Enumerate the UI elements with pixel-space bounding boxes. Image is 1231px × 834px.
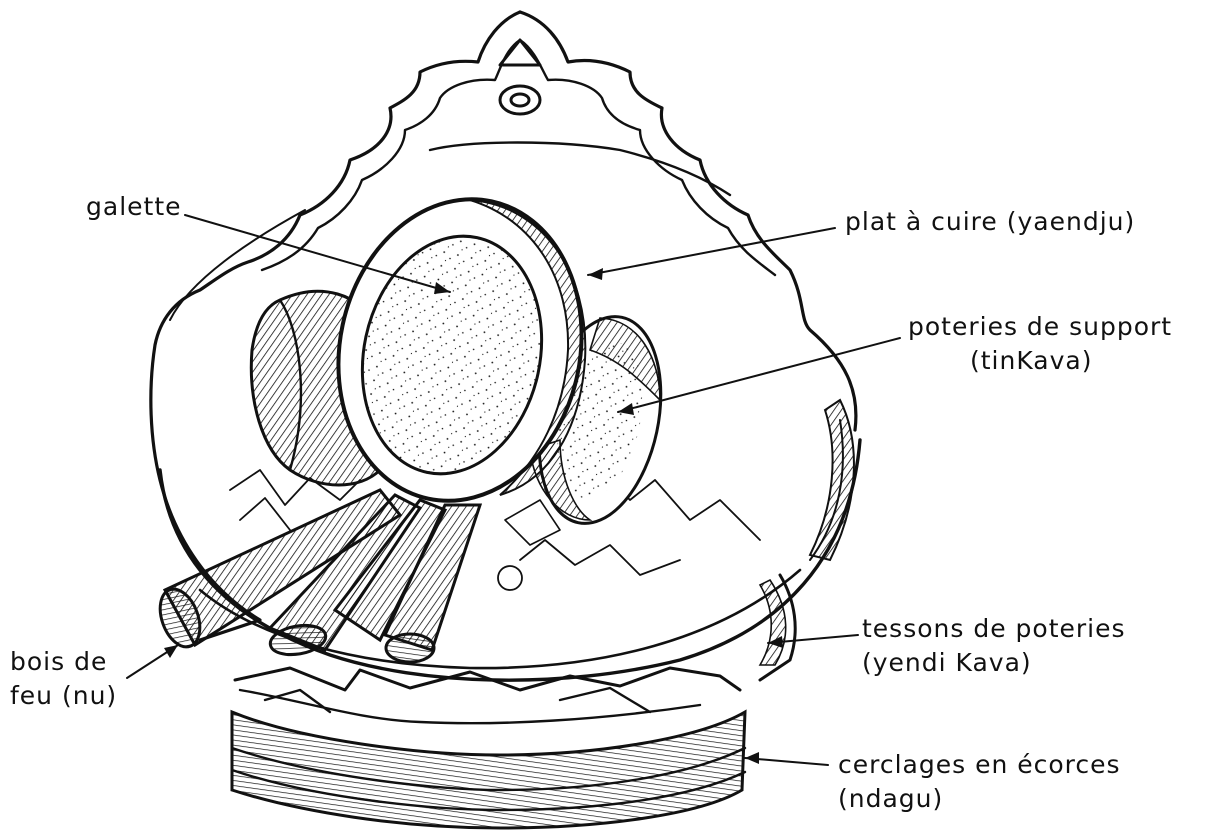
label-bois: bois de feu (nu) <box>10 645 117 713</box>
label-plat-text: plat à cuire (yaendju) <box>845 205 1135 239</box>
label-support-line1: poteries de support <box>908 310 1172 344</box>
label-tessons: tessons de poteries (yendi Kava) <box>862 612 1126 680</box>
label-galette-text: galette <box>86 190 182 224</box>
label-bois-line2: feu (nu) <box>10 679 117 713</box>
label-tessons-line1: tessons de poteries <box>862 612 1126 646</box>
label-support: poteries de support (tinKava) <box>908 310 1172 378</box>
label-cerclages-line1: cerclages en écorces <box>838 748 1121 782</box>
firewood <box>153 490 480 662</box>
label-tessons-line2: (yendi Kava) <box>862 646 1126 680</box>
bark-bindings <box>232 712 745 828</box>
label-cerclages: cerclages en écorces (ndagu) <box>838 748 1121 816</box>
label-galette: galette <box>86 190 182 224</box>
label-bois-line1: bois de <box>10 645 117 679</box>
label-plat: plat à cuire (yaendju) <box>845 205 1135 239</box>
label-cerclages-line2: (ndagu) <box>838 782 1121 816</box>
label-support-line2: (tinKava) <box>908 344 1172 378</box>
top-ornament <box>500 40 540 114</box>
